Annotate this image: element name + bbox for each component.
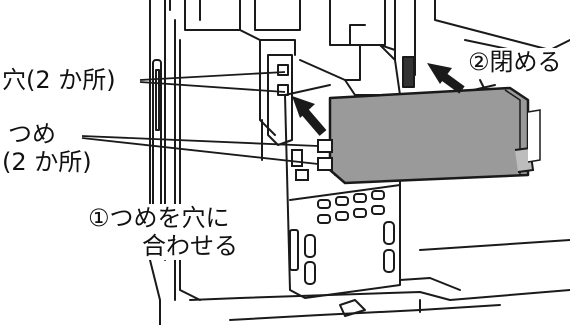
arrow-close (427, 63, 465, 94)
base (189, 239, 570, 321)
tabs-leader-1 (81, 135, 319, 147)
holes-leader-2 (139, 81, 286, 93)
holes-leader-1 (139, 71, 286, 81)
leader-lines (81, 71, 319, 165)
step1-label-line2: 合わせる (140, 232, 240, 260)
arrow-align (292, 96, 327, 136)
hole-bracket (261, 54, 293, 161)
tray-slots (289, 190, 395, 285)
step1-label-line1: ①つめを穴に (86, 204, 232, 232)
tabs-label-line1: つめ (8, 120, 56, 148)
tabs-leader-2 (81, 137, 319, 165)
step2-label: ②閉める (466, 48, 564, 76)
cover-panel (328, 86, 541, 185)
holes-label: 穴(2 か所) (2, 66, 116, 94)
tabs-label-line2: (2 か所) (2, 148, 92, 176)
